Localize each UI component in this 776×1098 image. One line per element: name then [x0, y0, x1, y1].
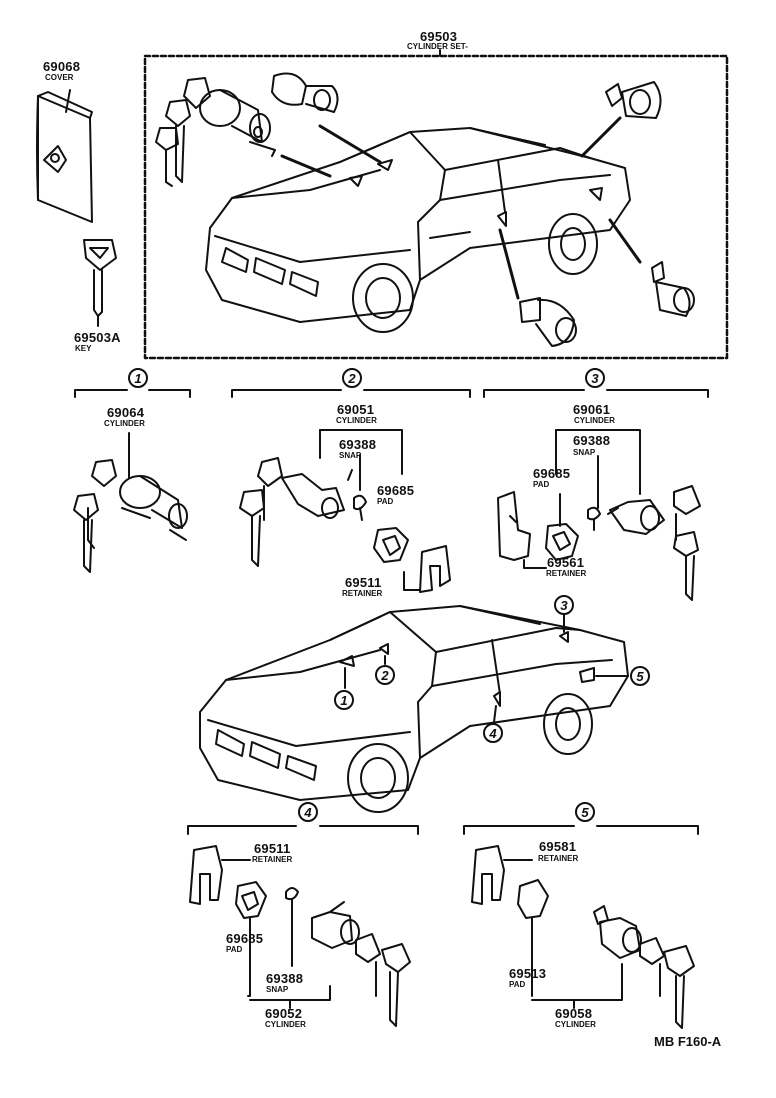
- key-cover-drawing: [36, 89, 93, 223]
- s4-retainer-part-no: 69511: [254, 841, 291, 856]
- car-callout-3: 3: [554, 595, 574, 615]
- s5-retainer-desc: RETAINER: [538, 854, 579, 863]
- s3-snap-desc: SNAP: [573, 448, 596, 457]
- s4-cylinder-part-no: 69052: [265, 1006, 303, 1021]
- s2-cylinder-desc: CYLINDER: [336, 416, 377, 425]
- s5-retainer-part-no: 69581: [539, 839, 577, 854]
- key-desc: KEY: [75, 344, 92, 353]
- section-3-drawing: [497, 429, 701, 601]
- door-cylinder-top-drawing: [271, 72, 393, 187]
- hatch-cylinder-drawing: [589, 187, 695, 317]
- s5-cylinder-desc: CYLINDER: [555, 1020, 596, 1029]
- s4-snap-desc: SNAP: [266, 985, 289, 994]
- s3-retainer-part-no: 69561: [547, 555, 585, 570]
- car-bottom-drawing: [199, 605, 629, 813]
- key-part-no: 69503A: [74, 330, 121, 345]
- s3-retainer-desc: RETAINER: [546, 569, 587, 578]
- ignition-cylinder-drawing: [155, 77, 332, 187]
- s2-snap-part-no: 69388: [339, 437, 377, 452]
- cover-desc: COVER: [45, 73, 74, 82]
- section-4-number: 4: [298, 802, 318, 822]
- section-4-drawing: [189, 845, 411, 1027]
- car-callout-5: 5: [630, 666, 650, 686]
- key-drawing: [83, 239, 117, 327]
- s2-retainer-desc: RETAINER: [342, 589, 383, 598]
- s1-cylinder-part-no: 69064: [107, 405, 145, 420]
- s2-pad-desc: PAD: [377, 497, 394, 506]
- s4-retainer-desc: RETAINER: [252, 855, 293, 864]
- s1-cylinder-desc: CYLINDER: [104, 419, 145, 428]
- section-1-number: 1: [128, 368, 148, 388]
- s4-snap-part-no: 69388: [266, 971, 304, 986]
- car-top-drawing: [205, 127, 631, 333]
- section-2-drawing: [239, 429, 451, 593]
- cover-part-no: 69068: [43, 59, 81, 74]
- s3-pad-desc: PAD: [533, 480, 550, 489]
- section-brackets: [74, 389, 709, 835]
- trunk-cylinder-top-drawing: [580, 81, 662, 158]
- s4-pad-part-no: 69685: [226, 931, 264, 946]
- section-2-number: 2: [342, 368, 362, 388]
- door-cylinder-bottom-drawing: [497, 211, 577, 347]
- s4-pad-desc: PAD: [226, 945, 243, 954]
- figure-code: MB F160-A: [654, 1034, 722, 1049]
- car-callout-2: 2: [375, 665, 395, 685]
- section-1-drawing: [73, 432, 188, 573]
- section-3-number: 3: [585, 368, 605, 388]
- cylinder-set-desc: CYLINDER SET-: [407, 42, 468, 51]
- cylinder-set-frame: [143, 54, 729, 360]
- s2-snap-desc: SNAP: [339, 451, 362, 460]
- section-5-number: 5: [575, 802, 595, 822]
- car-callout-1: 1: [334, 690, 354, 710]
- s5-cylinder-part-no: 69058: [555, 1006, 593, 1021]
- s5-pad-desc: PAD: [509, 980, 526, 989]
- s2-retainer-part-no: 69511: [345, 575, 382, 590]
- s5-pad-part-no: 69513: [509, 966, 547, 981]
- s2-pad-part-no: 69685: [377, 483, 415, 498]
- s3-cylinder-desc: CYLINDER: [574, 416, 615, 425]
- cylinder-set-part-no: 69503: [420, 29, 458, 44]
- section-5-drawing: [471, 845, 695, 1029]
- s4-cylinder-desc: CYLINDER: [265, 1020, 306, 1029]
- car-callout-4: 4: [483, 723, 503, 743]
- s2-cylinder-part-no: 69051: [337, 402, 375, 417]
- s3-pad-part-no: 69685: [533, 466, 571, 481]
- s3-snap-part-no: 69388: [573, 433, 611, 448]
- s3-cylinder-part-no: 69061: [573, 402, 611, 417]
